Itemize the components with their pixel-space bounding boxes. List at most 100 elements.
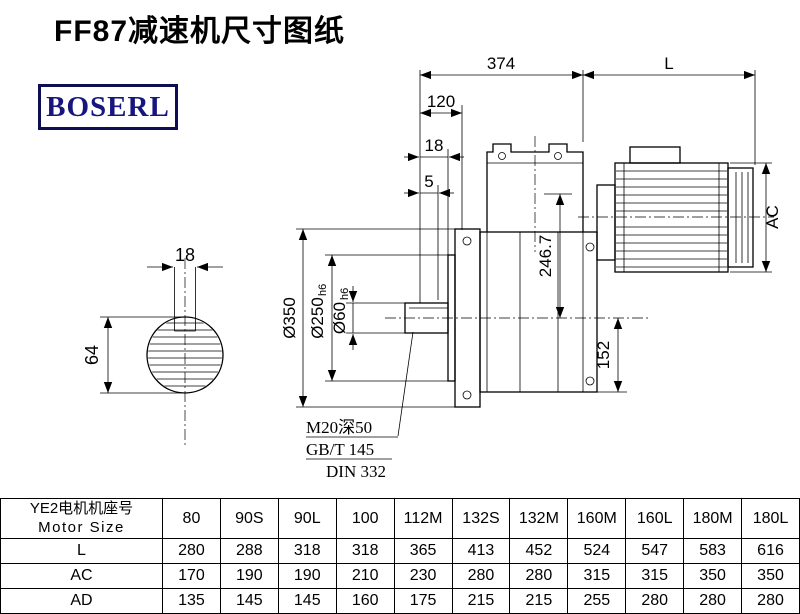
dim-spigot-diameter: Ø250 h6 bbox=[308, 254, 448, 382]
dim-flange-diameter: Ø350 bbox=[280, 228, 455, 408]
dim-value-cell: 280 bbox=[625, 588, 685, 614]
dim-label-dia250: Ø250 bbox=[308, 297, 327, 339]
dim-label-18: 18 bbox=[425, 136, 444, 155]
dim-value-cell: 318 bbox=[277, 538, 337, 564]
table-header-row: YE2电机机座号 Motor Size 80 90S 90L 100 112M … bbox=[0, 498, 800, 539]
dim-label-246-7: 246.7 bbox=[536, 235, 555, 278]
dim-value-cell: 175 bbox=[393, 588, 453, 614]
logo-text: BOSERL bbox=[46, 90, 170, 123]
motor-size-table: YE2电机机座号 Motor Size 80 90S 90L 100 112M … bbox=[0, 498, 800, 614]
row-label: L bbox=[0, 538, 163, 564]
dim-motor-length-L: L bbox=[583, 54, 756, 165]
size-column-header: 180L bbox=[741, 498, 800, 539]
technical-drawing: 18 64 bbox=[82, 54, 782, 481]
bolt-hole bbox=[498, 152, 506, 160]
dim-value-cell: 288 bbox=[219, 538, 279, 564]
terminal-box bbox=[629, 146, 681, 164]
dim-motor-diameter-AC: AC bbox=[730, 162, 782, 273]
note-center-hole-standard: DIN 332 bbox=[326, 462, 386, 481]
page-title: FF87减速机尺寸图纸 bbox=[54, 15, 346, 48]
dim-label-dia250-tolerance: h6 bbox=[317, 284, 329, 296]
table-row-AC: AC 170 190 190 210 230 280 280 315 315 3… bbox=[0, 563, 800, 589]
dim-key-width: 18 bbox=[147, 245, 223, 272]
bolt-hole bbox=[585, 242, 595, 252]
bolt-hole bbox=[585, 376, 595, 386]
dim-value-cell: 145 bbox=[277, 588, 337, 614]
dim-value-cell: 280 bbox=[741, 588, 800, 614]
dim-label-5: 5 bbox=[424, 172, 433, 191]
dim-value-cell: 452 bbox=[509, 538, 569, 564]
dim-value-cell: 255 bbox=[567, 588, 627, 614]
header-label-cn: YE2电机机座号 bbox=[29, 499, 134, 517]
shaft-end-view: 18 64 bbox=[82, 245, 224, 448]
motor-cooling-fins bbox=[616, 170, 727, 268]
motor-adapter bbox=[596, 184, 616, 261]
dim-value-cell: 524 bbox=[567, 538, 627, 564]
bolt-hole bbox=[462, 390, 472, 400]
dim-value-cell: 547 bbox=[625, 538, 685, 564]
dim-value-cell: 170 bbox=[162, 563, 221, 589]
dim-label-dia60: Ø60 bbox=[330, 302, 349, 334]
row-label: AD bbox=[0, 588, 163, 614]
dim-base-to-center: 152 bbox=[594, 318, 627, 393]
dim-label-L: L bbox=[664, 54, 673, 73]
fan-cover bbox=[727, 167, 754, 268]
dim-120: 120 bbox=[420, 92, 463, 230]
dim-center-height: 246.7 bbox=[536, 193, 572, 318]
shaft-end-notes: M20深50 GB/T 145 DIN 332 bbox=[306, 331, 414, 481]
dim-value-cell: 280 bbox=[509, 563, 569, 589]
dim-value-cell: 315 bbox=[567, 563, 627, 589]
size-column-header: 112M bbox=[393, 498, 453, 539]
size-column-header: 160L bbox=[625, 498, 685, 539]
bolt-hole bbox=[554, 152, 562, 160]
dim-value-cell: 230 bbox=[393, 563, 453, 589]
dim-5: 5 bbox=[404, 172, 454, 300]
dim-18: 18 bbox=[404, 136, 464, 300]
dim-label-120: 120 bbox=[427, 92, 455, 111]
bolt-hole bbox=[462, 236, 472, 246]
note-thread-standard: GB/T 145 bbox=[306, 440, 374, 459]
row-label: AC bbox=[0, 563, 163, 589]
size-column-header: 80 bbox=[162, 498, 221, 539]
dim-shaft-end-diameter: 64 bbox=[82, 316, 183, 394]
size-column-header: 180M bbox=[683, 498, 743, 539]
dim-value-cell: 413 bbox=[451, 538, 511, 564]
dim-value-cell: 583 bbox=[683, 538, 743, 564]
motor-size-header-cell: YE2电机机座号 Motor Size bbox=[0, 498, 163, 539]
dim-value-cell: 350 bbox=[741, 563, 800, 589]
dim-value-cell: 280 bbox=[162, 538, 221, 564]
table-row-L: L 280 288 318 318 365 413 452 524 547 58… bbox=[0, 538, 800, 564]
dim-value-cell: 210 bbox=[335, 563, 395, 589]
note-tap-hole: M20深50 bbox=[306, 418, 372, 437]
dim-value-cell: 280 bbox=[683, 588, 743, 614]
dim-value-cell: 616 bbox=[741, 538, 800, 564]
size-column-header: 160M bbox=[567, 498, 627, 539]
size-column-header: 132S bbox=[451, 498, 511, 539]
size-column-header: 90L bbox=[277, 498, 337, 539]
dim-label-AC: AC bbox=[763, 205, 782, 229]
dim-label-152: 152 bbox=[594, 341, 613, 369]
dim-label-key-width: 18 bbox=[175, 245, 195, 265]
dim-value-cell: 350 bbox=[683, 563, 743, 589]
output-shaft bbox=[404, 302, 449, 334]
dim-label-dia60-tolerance: h6 bbox=[339, 288, 351, 300]
dim-shaft-diameter: Ø60 h6 bbox=[330, 286, 405, 350]
dim-value-cell: 365 bbox=[393, 538, 453, 564]
dim-label-64: 64 bbox=[82, 345, 102, 365]
size-column-header: 90S bbox=[219, 498, 279, 539]
header-label-en: Motor Size bbox=[38, 518, 125, 536]
dim-value-cell: 215 bbox=[451, 588, 511, 614]
dim-value-cell: 160 bbox=[335, 588, 395, 614]
dim-value-cell: 135 bbox=[162, 588, 221, 614]
shaft-body bbox=[404, 302, 449, 334]
dim-label-dia350: Ø350 bbox=[280, 297, 299, 339]
dim-value-cell: 280 bbox=[451, 563, 511, 589]
size-column-header: 100 bbox=[335, 498, 395, 539]
dim-value-cell: 190 bbox=[219, 563, 279, 589]
size-column-header: 132M bbox=[509, 498, 569, 539]
dim-value-cell: 318 bbox=[335, 538, 395, 564]
dim-label-374: 374 bbox=[487, 54, 515, 73]
table-row-AD: AD 135 145 145 160 175 215 215 255 280 2… bbox=[0, 588, 800, 614]
dim-value-cell: 315 bbox=[625, 563, 685, 589]
